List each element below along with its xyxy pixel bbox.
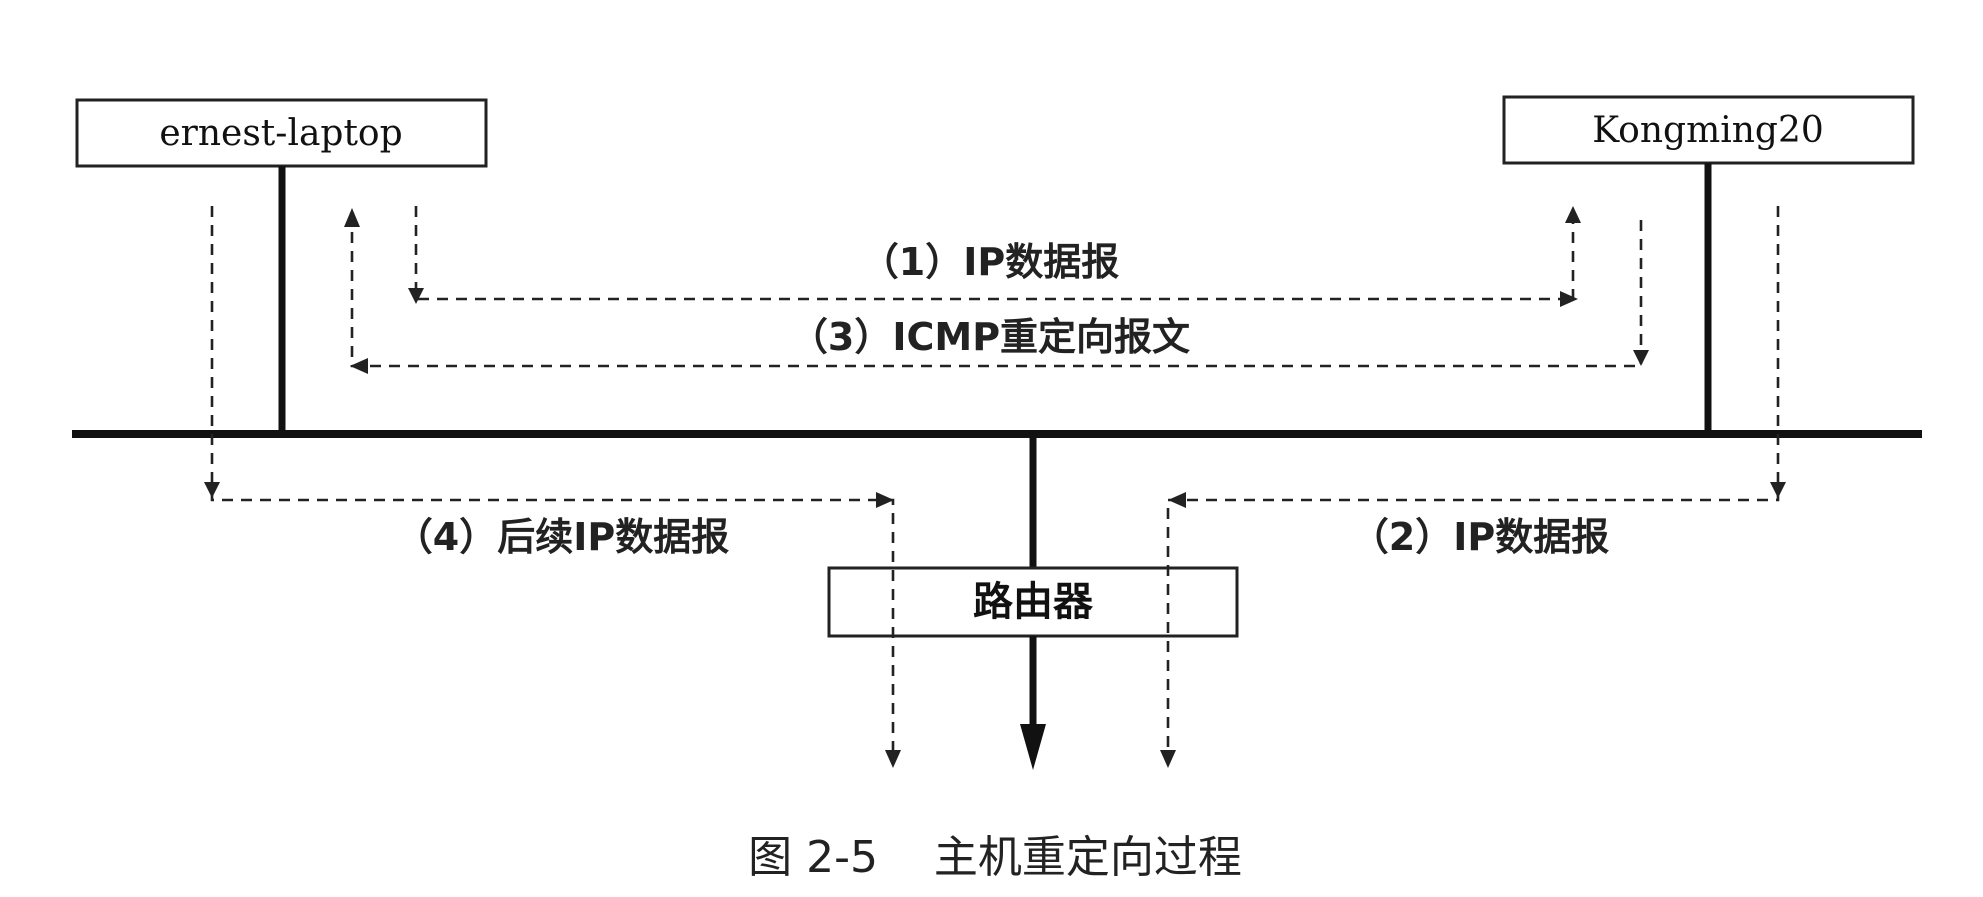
flow-2-label: （2）IP数据报 xyxy=(1351,515,1609,559)
flow-3-arrowhead-b xyxy=(350,358,368,374)
flow-4-arrowhead-c xyxy=(885,750,901,768)
router-node: 路由器 xyxy=(827,566,1239,638)
flow-1-arrowhead-a xyxy=(408,288,424,304)
flow-2-arrowhead-b xyxy=(1168,492,1186,508)
router-outbound-arrowhead xyxy=(1020,724,1046,770)
host-left-node: ernest-laptop xyxy=(75,98,488,168)
host-right-label: Kongming20 xyxy=(1592,110,1824,151)
flow-4-path xyxy=(204,206,901,768)
flow-3-label: （3）ICMP重定向报文 xyxy=(790,315,1190,359)
flow-2-arrowhead-c xyxy=(1160,750,1176,768)
flow-4-arrowhead-a xyxy=(204,482,220,498)
host-left-box xyxy=(75,98,488,168)
flow-3-arrowhead-c xyxy=(344,208,360,227)
router-label: 路由器 xyxy=(973,579,1094,625)
flow-2-arrowhead-a xyxy=(1770,482,1786,498)
figure-caption: 图 2-5 主机重定向过程 xyxy=(748,832,1242,883)
host-right-node: Kongming20 xyxy=(1502,95,1915,165)
flow-1-arrowhead-b xyxy=(1560,291,1578,307)
flow-3-arrowhead-a xyxy=(1633,350,1649,366)
host-left-label: ernest-laptop xyxy=(159,113,402,154)
flow-4-arrowhead-b xyxy=(876,492,894,508)
flow-1-label: （1）IP数据报 xyxy=(861,240,1119,284)
host-right-box xyxy=(1502,95,1915,165)
flow-4-label: （4）后续IP数据报 xyxy=(395,515,729,559)
flow-1-path xyxy=(408,206,1581,307)
flow-2-path xyxy=(1160,206,1786,768)
flow-3-path xyxy=(344,208,1649,374)
flow-1-arrowhead-c xyxy=(1565,206,1581,223)
